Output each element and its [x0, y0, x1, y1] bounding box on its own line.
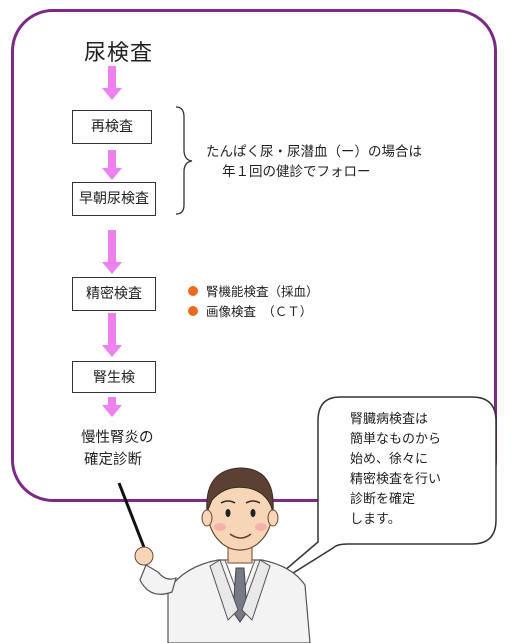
step-detailed-exam: 精密検査 — [72, 277, 156, 311]
bullet-icon — [188, 285, 198, 296]
speech-bubble — [249, 396, 497, 601]
step-early-morning-urine-test: 早朝尿検査 — [72, 182, 156, 216]
doctor-illustration — [134, 467, 311, 643]
speech-bubble-text: 腎臓病検査は 簡単なものから 始め、徐々に 精密検査を行い 診断を確定 します。 — [350, 410, 441, 530]
brace — [175, 106, 193, 215]
detail-item-label: 腎機能検査（採血） — [206, 284, 319, 299]
arrow-down-2 — [102, 150, 122, 180]
arrow-down-1 — [102, 66, 122, 100]
flow-arrows — [102, 66, 122, 417]
bubble-line: 腎臓病検査は — [350, 412, 429, 427]
brace-note-line-2: 年１回の健診でフォロー — [222, 164, 371, 180]
arrow-down-3 — [102, 230, 122, 274]
final-diagnosis: 慢性腎炎の 確定診断 — [81, 427, 154, 471]
page-title: 尿検査 — [84, 41, 154, 66]
final-diagnosis-line-2: 確定診断 — [84, 452, 142, 468]
bubble-line: 精密検査を行い — [350, 472, 442, 487]
bubble-line: します。 — [350, 512, 401, 527]
bubble-line: 始め、徐々に — [350, 452, 429, 467]
step-renal-biopsy: 腎生検 — [72, 361, 156, 393]
bubble-line: 簡単なものから — [350, 432, 442, 447]
pointer-stick — [117, 482, 149, 556]
arrow-down-4 — [102, 313, 122, 357]
detail-item-label: 画像検査 （ＣＴ） — [206, 304, 313, 319]
final-diagnosis-line-1: 慢性腎炎の — [81, 430, 154, 446]
brace-note-line-1: たんぱく尿・尿潜血（ー）の場合は — [206, 144, 422, 160]
step-recheck: 再検査 — [72, 110, 152, 144]
arrow-down-5 — [102, 397, 122, 417]
bullet-icon — [188, 305, 198, 316]
detail-item-blood-test: 腎機能検査（採血） — [188, 281, 319, 300]
detail-item-imaging: 画像検査 （ＣＴ） — [188, 301, 312, 320]
bubble-line: 診断を確定 — [350, 492, 416, 507]
